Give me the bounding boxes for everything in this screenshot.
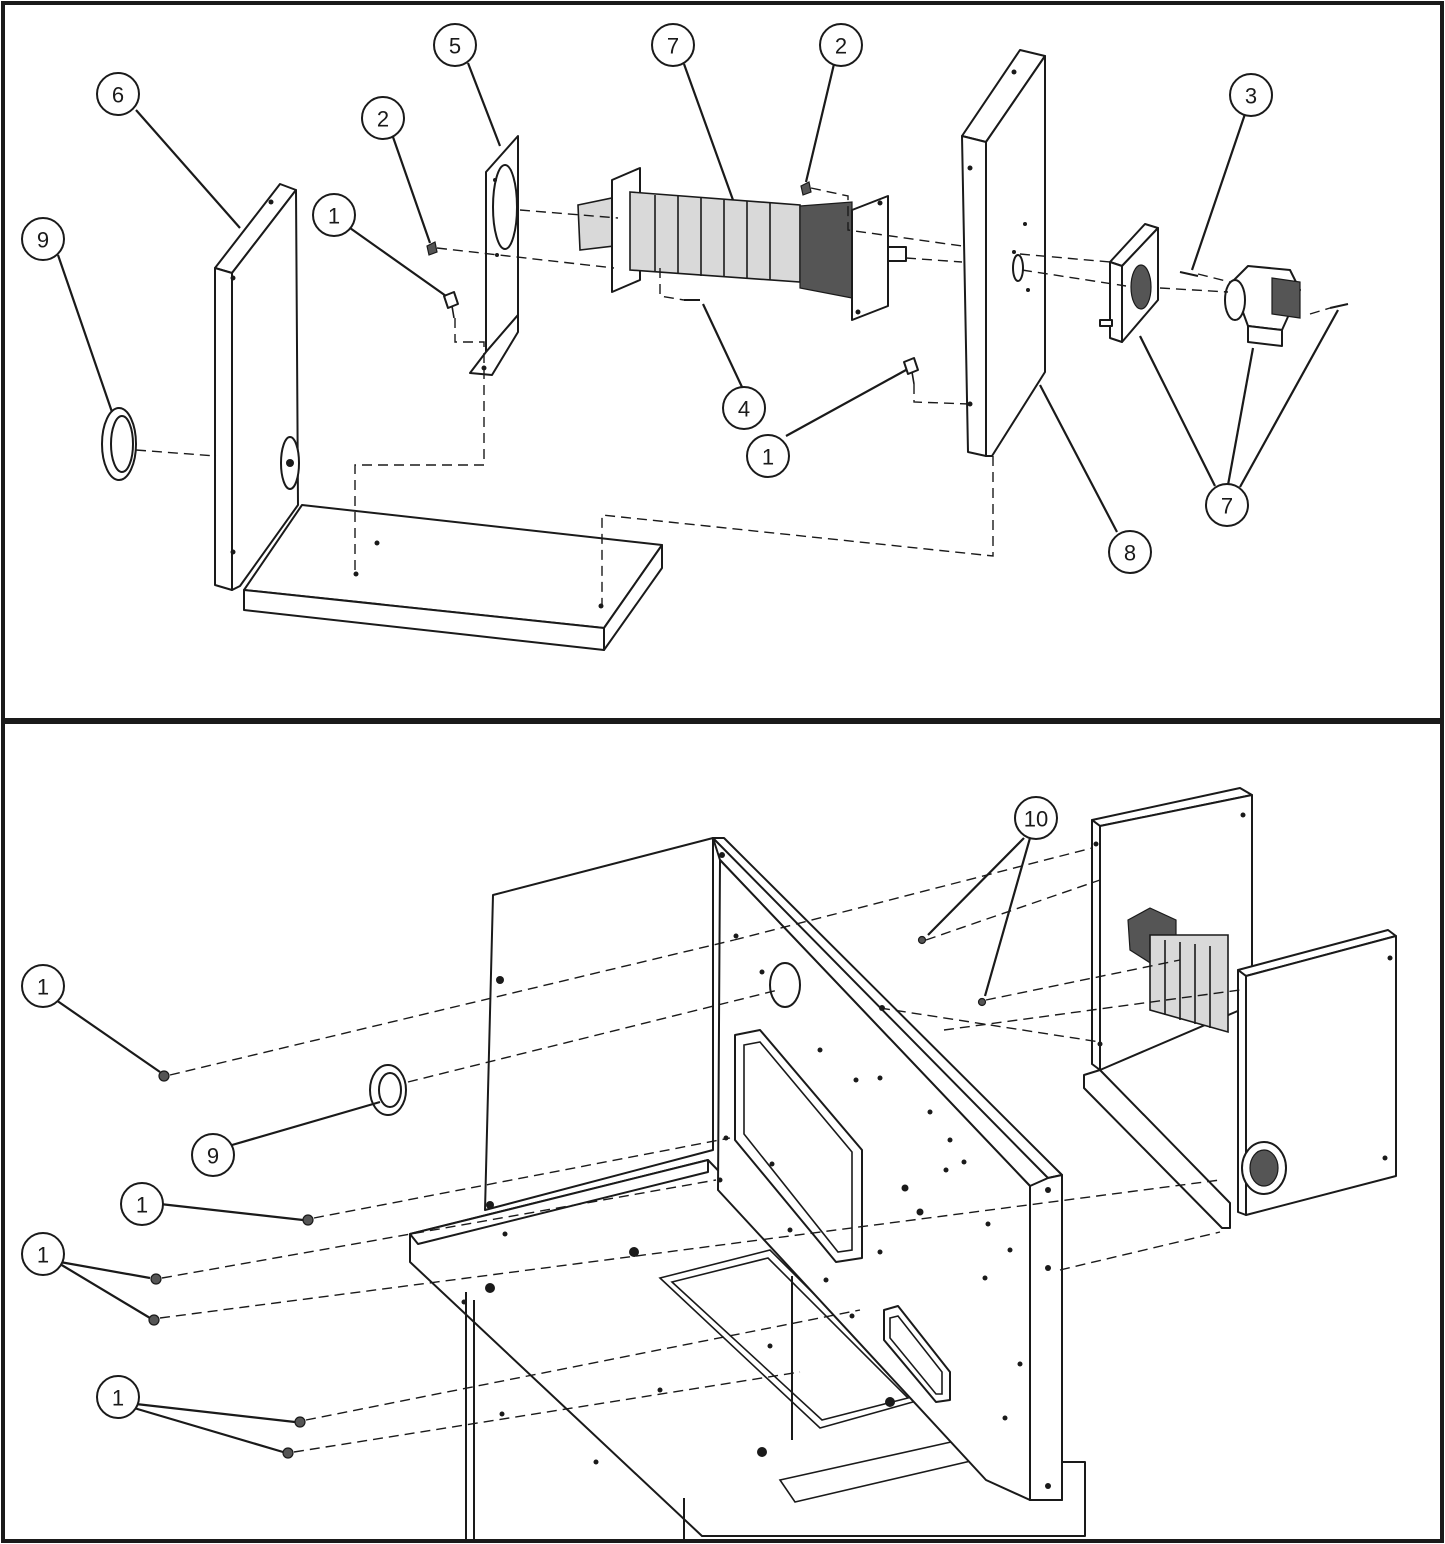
- rotary-cam-switch: [577, 167, 907, 321]
- handle-adapter-plate: [1099, 223, 1159, 343]
- callout-label: 10: [1024, 807, 1048, 832]
- flange-bolt: [158, 1070, 170, 1082]
- callout-label: 1: [112, 1386, 124, 1411]
- flange-bolt: [282, 1447, 294, 1459]
- fasteners-bottom: [148, 935, 987, 1459]
- bottom-exploded-view: 10 1 9 1 1 1: [21, 787, 1397, 1540]
- callout-label: 4: [738, 397, 750, 422]
- callout-label: 1: [136, 1193, 148, 1218]
- callout-1: 1: [96, 1375, 140, 1419]
- screw: [1179, 271, 1199, 277]
- callout-8: 8: [1108, 530, 1152, 574]
- callout-1: 1: [21, 1232, 65, 1276]
- callout-label: 7: [1221, 494, 1233, 519]
- callout-1: 1: [312, 193, 356, 237]
- grommet: [369, 1064, 407, 1116]
- callout-1: 1: [746, 434, 790, 478]
- cabinet-chassis: [409, 1159, 1086, 1540]
- callout-label: 8: [1124, 541, 1136, 566]
- callout-4: 4: [722, 386, 766, 430]
- callout-7: 7: [1205, 483, 1249, 527]
- flange-bolt: [150, 1273, 162, 1285]
- callout-label: 5: [449, 34, 461, 59]
- callout-label: 1: [37, 975, 49, 1000]
- set-screw: [800, 181, 812, 196]
- bottom-view-frame: [1, 720, 1444, 1543]
- flange-bolt: [443, 291, 459, 309]
- switch-mounting-bracket: [469, 135, 519, 376]
- leader-lines-top: [56, 62, 1339, 533]
- callout-1: 1: [21, 964, 65, 1008]
- rotary-handle: [1224, 265, 1301, 347]
- callout-9: 9: [21, 217, 65, 261]
- flange-bolt: [148, 1314, 160, 1326]
- screw: [977, 997, 987, 1007]
- grommet: [101, 407, 137, 481]
- callout-6: 6: [96, 72, 140, 116]
- screw: [917, 935, 927, 945]
- callout-9: 9: [191, 1133, 235, 1177]
- callout-3: 3: [1229, 73, 1273, 117]
- fasteners-top: [426, 181, 1349, 385]
- flange-bolt: [903, 357, 919, 375]
- callout-label: 6: [112, 83, 124, 108]
- callout-label: 3: [1245, 84, 1257, 109]
- callout-label: 9: [37, 228, 49, 253]
- flange-bolt: [302, 1214, 314, 1226]
- callout-1: 1: [120, 1182, 164, 1226]
- callout-label: 9: [207, 1144, 219, 1169]
- callout-label: 1: [328, 204, 340, 229]
- screw: [1329, 303, 1349, 309]
- assembly-lines-top: [135, 187, 1331, 606]
- callout-label: 2: [835, 34, 847, 59]
- callout-10: 10: [1014, 796, 1058, 840]
- callout-2: 2: [361, 96, 405, 140]
- base-bracket: [214, 183, 663, 651]
- switch-box-subassembly: [1083, 787, 1397, 1229]
- callout-5: 5: [433, 23, 477, 67]
- callout-2: 2: [819, 23, 863, 67]
- callout-label: 7: [667, 34, 679, 59]
- callout-label: 1: [762, 445, 774, 470]
- assembly-lines-bottom: [159, 847, 1241, 1453]
- leader-lines-bottom: [55, 837, 1032, 1454]
- flange-bolt: [294, 1416, 306, 1428]
- set-screw: [426, 241, 438, 256]
- callout-7: 7: [651, 23, 695, 67]
- front-panel: [961, 49, 1046, 457]
- callout-label: 1: [37, 1243, 49, 1268]
- top-exploded-view: 6 9 1 2 5 7 2 4: [21, 23, 1349, 651]
- callout-label: 2: [377, 107, 389, 132]
